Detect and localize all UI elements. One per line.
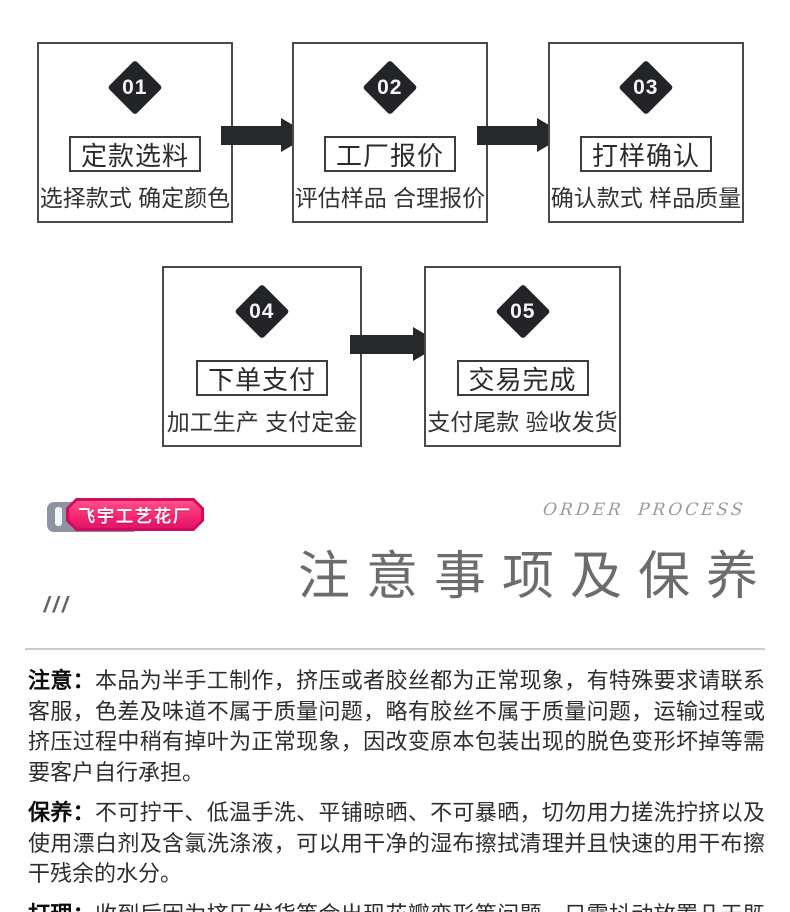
step-title-box: 定款选料 xyxy=(68,136,202,172)
flow-step-02: 02 工厂报价 评估样品 合理报价 xyxy=(292,42,488,223)
section-title: 注意事项及保养 xyxy=(298,548,775,606)
step-number: 04 xyxy=(249,299,275,323)
step-subtitle: 确认款式 样品质量 xyxy=(550,185,742,211)
step-number-diamond: 03 xyxy=(618,59,674,116)
step-subtitle: 选择款式 确定颜色 xyxy=(39,185,231,211)
step-number: 02 xyxy=(377,75,403,99)
step-number-diamond: 05 xyxy=(494,283,551,340)
flow-step-05: 05 交易完成 支付尾款 验收发货 xyxy=(424,266,621,447)
note-label: 保养： xyxy=(28,800,96,825)
flow-step-04: 04 下单支付 加工生产 支付定金 xyxy=(162,266,362,447)
note-label: 注意： xyxy=(28,668,96,693)
step-number-diamond: 04 xyxy=(234,283,290,340)
step-title-box: 交易完成 xyxy=(456,360,589,396)
note-text: 收到后因为挤压发货等会出现花瓣变形等问题，只需抖动放置几天既可恢复，或者用热风机… xyxy=(28,902,765,912)
flow-step-01: 01 定款选料 选择款式 确定颜色 xyxy=(37,42,233,223)
arrow-shaft xyxy=(350,335,416,354)
step-title-box: 打样确认 xyxy=(579,136,713,172)
brand-badge: 飞宇工艺花厂 xyxy=(66,498,204,531)
note-care: 保养：不可拧干、低温手洗、平铺晾晒、不可暴晒，切勿用力搓洗拧挤以及使用漂白剂及含… xyxy=(28,798,765,890)
arrow-shaft xyxy=(477,126,540,145)
step-subtitle: 支付尾款 验收发货 xyxy=(427,409,618,435)
care-notes: 注意：本品为半手工制作，挤压或者胶丝都为正常现象，有特殊要求请联系客服，色差及味… xyxy=(28,666,765,912)
note-text: 本品为半手工制作，挤压或者胶丝都为正常现象，有特殊要求请联系客服，色差及味道不属… xyxy=(28,668,765,785)
flow-step-03: 03 打样确认 确认款式 样品质量 xyxy=(548,42,744,223)
brand-name: 飞宇工艺花厂 xyxy=(78,507,192,526)
note-handling: 打理：收到后因为挤压发货等会出现花瓣变形等问题，只需抖动放置几天既可恢复，或者用… xyxy=(28,900,765,912)
step-number-diamond: 02 xyxy=(362,59,418,116)
step-number: 03 xyxy=(633,75,659,99)
divider-line xyxy=(25,648,765,650)
step-number: 05 xyxy=(509,299,536,323)
decorative-slashes: /// xyxy=(41,592,74,617)
step-title-box: 工厂报价 xyxy=(323,136,457,172)
step-subtitle: 加工生产 支付定金 xyxy=(166,409,358,435)
step-number-diamond: 01 xyxy=(107,59,163,116)
arrow-shaft xyxy=(221,126,284,145)
brand-badge-inner: 飞宇工艺花厂 xyxy=(69,501,201,528)
note-attention: 注意：本品为半手工制作，挤压或者胶丝都为正常现象，有特殊要求请联系客服，色差及味… xyxy=(28,666,765,788)
note-text: 不可拧干、低温手洗、平铺晾晒、不可暴晒，切勿用力搓洗拧挤以及使用漂白剂及含氯洗涤… xyxy=(28,800,765,886)
step-subtitle: 评估样品 合理报价 xyxy=(294,185,486,211)
order-process-label: ORDER PROCESS xyxy=(542,500,748,520)
step-title-box: 下单支付 xyxy=(195,360,329,396)
step-number: 01 xyxy=(122,75,148,99)
brand-tab-bar-icon xyxy=(55,507,62,526)
note-label: 打理： xyxy=(28,902,95,912)
